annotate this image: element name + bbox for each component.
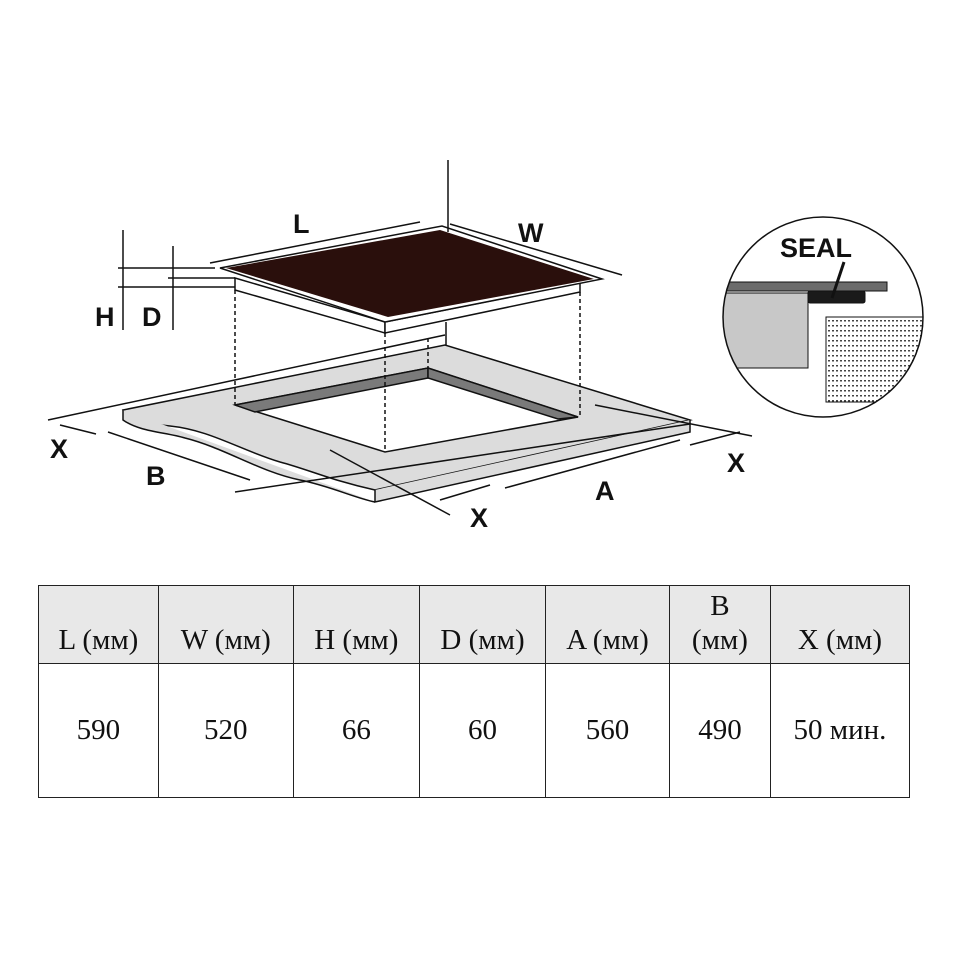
header-H: H (мм) bbox=[292, 585, 420, 664]
seal-detail: SEAL bbox=[722, 216, 924, 418]
value-W: 520 bbox=[157, 663, 294, 798]
label-W: W bbox=[518, 218, 544, 248]
label-X-left: X bbox=[50, 434, 68, 464]
label-A: A bbox=[595, 476, 615, 506]
seal-label: SEAL bbox=[780, 233, 852, 263]
dimensions-table: L (мм) W (мм) H (мм) D (мм) A (мм) B(мм)… bbox=[38, 585, 911, 798]
header-W: W (мм) bbox=[157, 585, 294, 664]
header-A: A (мм) bbox=[545, 585, 670, 664]
projection-lines bbox=[234, 290, 581, 452]
header-L: L (мм) bbox=[38, 585, 159, 664]
label-L: L bbox=[293, 209, 310, 239]
hob bbox=[219, 160, 605, 345]
table-header-row: L (мм) W (мм) H (мм) D (мм) A (мм) B(мм)… bbox=[38, 585, 911, 664]
label-B: B bbox=[146, 461, 166, 491]
header-X: X (мм) bbox=[769, 585, 911, 664]
label-D: D bbox=[142, 302, 162, 332]
label-X-front: X bbox=[470, 503, 488, 533]
value-H: 66 bbox=[292, 663, 420, 798]
dimension-lines bbox=[47, 221, 753, 516]
installation-diagram: L W H D X B X A X SEAL bbox=[47, 160, 924, 533]
worktop bbox=[121, 344, 693, 503]
value-X: 50 мин. bbox=[769, 663, 911, 798]
value-A: 560 bbox=[545, 663, 670, 798]
table-row: 590 520 66 60 560 490 50 мин. bbox=[38, 663, 911, 798]
value-D: 60 bbox=[418, 663, 547, 798]
value-B: 490 bbox=[668, 663, 771, 798]
label-X-right: X bbox=[727, 448, 745, 478]
value-L: 590 bbox=[38, 663, 159, 798]
label-H: H bbox=[95, 302, 115, 332]
header-D: D (мм) bbox=[418, 585, 547, 664]
header-B: B(мм) bbox=[668, 585, 771, 664]
